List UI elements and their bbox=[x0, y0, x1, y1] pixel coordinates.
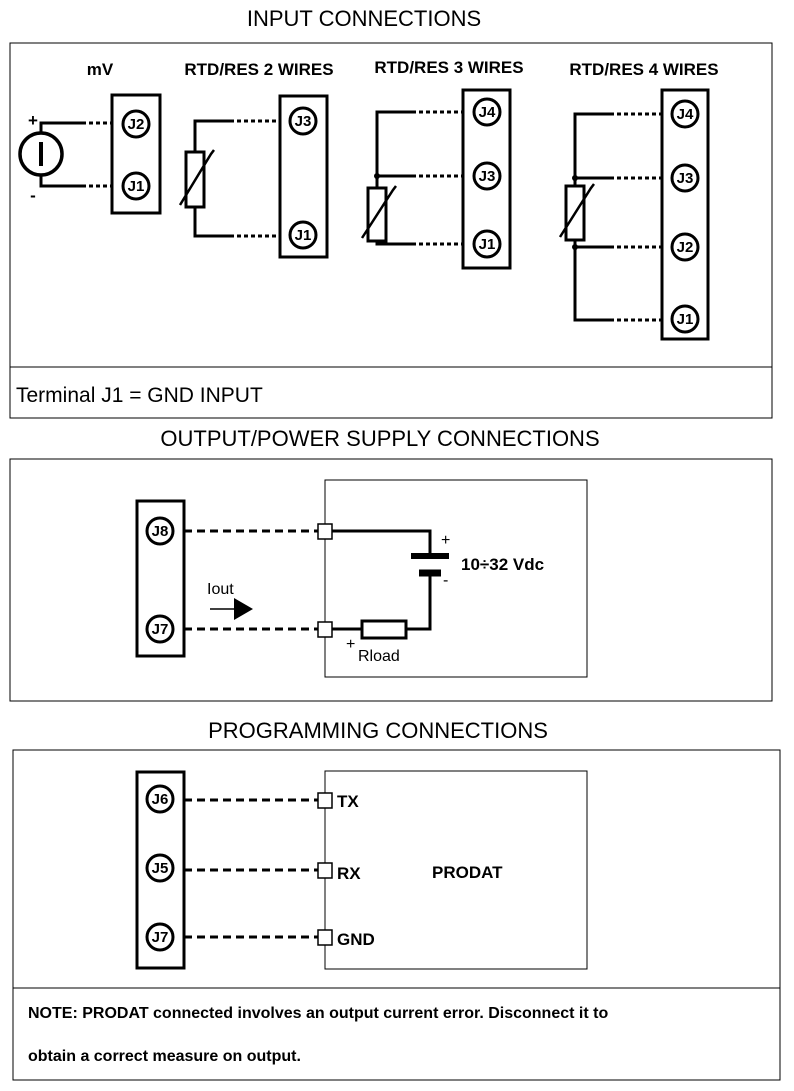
rtd2-resistor-icon bbox=[178, 149, 215, 209]
programming-terminal-block bbox=[135, 770, 186, 970]
note-line-1: NOTE: PRODAT connected involves an outpu… bbox=[28, 1005, 608, 1022]
output-title: OUTPUT/POWER SUPPLY CONNECTIONS bbox=[160, 426, 599, 451]
rtd4-j2-label: J2 bbox=[677, 239, 694, 256]
iout-label: Iout bbox=[207, 581, 234, 598]
note-line-2: obtain a correct measure on output. bbox=[28, 1048, 301, 1065]
terminal-j5 bbox=[145, 853, 175, 883]
output-wiring bbox=[184, 523, 432, 638]
terminal-j3 bbox=[472, 161, 502, 191]
mv-j2-label: J2 bbox=[128, 116, 145, 133]
input-title: INPUT CONNECTIONS bbox=[247, 6, 481, 31]
prodat-label: PRODAT bbox=[432, 863, 503, 882]
rx-label: RX bbox=[337, 864, 361, 883]
rtd3-j1-label: J1 bbox=[479, 236, 496, 253]
output-panel bbox=[9, 458, 773, 702]
supply-minus-label: - bbox=[443, 572, 448, 589]
terminal-j2 bbox=[670, 232, 700, 262]
output-j8-label: J8 bbox=[152, 523, 169, 540]
rload-resistor-icon bbox=[360, 619, 408, 640]
mv-terminal-block bbox=[110, 93, 162, 215]
rtd2-j1-label: J1 bbox=[295, 227, 312, 244]
rtd3-label: RTD/RES 3 WIRES bbox=[374, 58, 523, 77]
terminal-j7 bbox=[145, 614, 175, 644]
programming-wiring bbox=[184, 792, 333, 946]
rtd3-wiring bbox=[374, 110, 463, 246]
rtd2-j3-label: J3 bbox=[295, 113, 312, 130]
rload-plus-label: + bbox=[346, 636, 355, 653]
output-load-box bbox=[324, 479, 588, 678]
terminal-j4 bbox=[472, 97, 502, 127]
programming-panel bbox=[12, 749, 781, 1081]
gnd-label: GND bbox=[337, 930, 375, 949]
output-j7-label: J7 bbox=[152, 621, 169, 638]
rtd3-j3-label: J3 bbox=[479, 168, 496, 185]
rtd4-j3-label: J3 bbox=[677, 170, 694, 187]
rtd3-j4-label: J4 bbox=[479, 104, 496, 121]
rload-label: Rload bbox=[358, 648, 400, 665]
current-arrow-icon bbox=[210, 598, 253, 620]
rtd4-wiring bbox=[572, 112, 662, 322]
prog-j6-label: J6 bbox=[152, 791, 169, 808]
prog-j7-label: J7 bbox=[152, 929, 169, 946]
input-panel bbox=[9, 42, 773, 419]
rtd4-resistor-icon bbox=[558, 183, 595, 242]
terminal-j2 bbox=[121, 109, 151, 139]
prog-j5-label: J5 bbox=[152, 860, 169, 877]
rtd2-label: RTD/RES 2 WIRES bbox=[184, 60, 333, 79]
terminal-j1 bbox=[288, 220, 318, 250]
rtd4-j4-label: J4 bbox=[677, 106, 694, 123]
tx-label: TX bbox=[337, 792, 359, 811]
programming-title: PROGRAMMING CONNECTIONS bbox=[208, 718, 548, 743]
terminal-j1 bbox=[121, 171, 151, 201]
terminal-j1 bbox=[670, 304, 700, 334]
terminal-j3 bbox=[670, 163, 700, 193]
output-terminal-block bbox=[135, 499, 186, 658]
mv-minus-label: - bbox=[30, 186, 36, 205]
battery-icon bbox=[411, 553, 449, 577]
supply-voltage-label: 10÷32 Vdc bbox=[461, 555, 544, 574]
rtd2-terminal-block bbox=[278, 94, 329, 259]
rtd4-terminal-block bbox=[660, 88, 710, 341]
rtd2-wiring bbox=[193, 119, 280, 238]
terminal-j3 bbox=[288, 106, 318, 136]
rtd4-j1-label: J1 bbox=[677, 311, 694, 328]
rtd4-label: RTD/RES 4 WIRES bbox=[569, 60, 718, 79]
mv-j1-label: J1 bbox=[128, 178, 145, 195]
supply-plus-label: + bbox=[441, 532, 450, 549]
mv-source-icon bbox=[18, 121, 112, 188]
mv-label: mV bbox=[87, 60, 114, 79]
mv-plus-label: + bbox=[28, 111, 38, 130]
input-footer-note: Terminal J1 = GND INPUT bbox=[16, 384, 263, 407]
terminal-j6 bbox=[145, 784, 175, 814]
terminal-j8 bbox=[145, 516, 175, 546]
terminal-j4 bbox=[670, 99, 700, 129]
rtd3-terminal-block bbox=[461, 88, 512, 270]
terminal-j7 bbox=[145, 922, 175, 952]
rtd3-resistor-icon bbox=[360, 185, 397, 243]
terminal-j1 bbox=[472, 229, 502, 259]
